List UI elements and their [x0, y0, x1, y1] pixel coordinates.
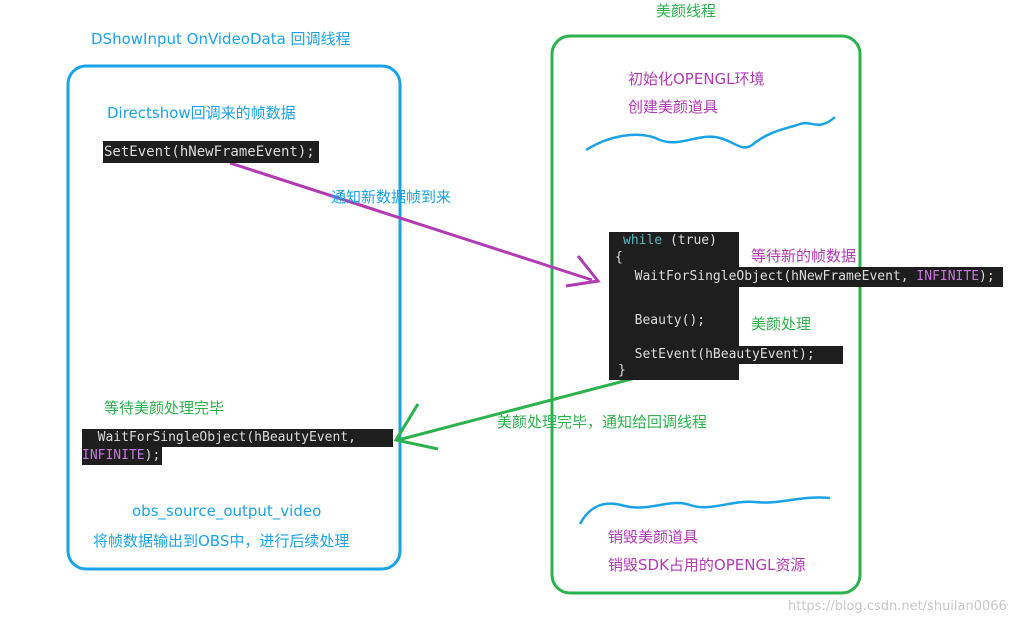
init-opengl-label: 初始化OPENGL环境 — [628, 70, 765, 88]
obs-output-label: obs_source_output_video — [132, 502, 322, 520]
wait-beauty-code-line2: INFINITE); — [82, 447, 163, 465]
while-setevent-code-bg — [609, 346, 843, 364]
obs-output-desc: 将帧数据输出到OBS中，进行后续处理 — [93, 532, 350, 550]
bottom-wavy-line — [578, 496, 831, 525]
setevent-beauty-code: SetEvent(hBeautyEvent); — [619, 347, 815, 362]
directshow-label: Directshow回调来的帧数据 — [107, 104, 296, 122]
top-wavy-line — [585, 116, 836, 152]
infinite-keyword-right: INFINITE — [916, 269, 980, 284]
destroy-prop-label: 销毁美颜道具 — [608, 528, 699, 546]
done-arrow-head — [393, 403, 439, 451]
wait-new-frame-code: WaitForSingleObject(hNewFrameEvent, INFI… — [619, 269, 995, 284]
setevent-new-frame-code: SetEvent(hNewFrameEvent); — [103, 141, 319, 163]
left-thread-title: DShowInput OnVideoData 回调线程 — [91, 30, 351, 48]
while-wait-code-bg — [609, 267, 1003, 287]
beauty-thread-box — [550, 34, 862, 595]
callback-thread-box — [66, 64, 402, 571]
wait-new-frame-label: 等待新的帧数据 — [751, 247, 857, 265]
notify-new-frame-label: 通知新数据帧到来 — [331, 188, 452, 206]
notify-arrow-line — [229, 161, 593, 282]
infinite-keyword: INFINITE — [82, 448, 145, 463]
right-thread-title: 美颜线程 — [656, 2, 717, 20]
while-line: while (true) — [623, 233, 717, 248]
while-keyword: while — [623, 233, 663, 248]
wait-beauty-code-line1: WaitForSingleObject(hBeautyEvent, — [82, 429, 393, 447]
brace-close: } — [618, 363, 626, 378]
beauty-call-code: Beauty(); — [619, 313, 706, 328]
notify-arrow-head — [565, 255, 601, 288]
watermark: https://blog.csdn.net/shuilan0066 — [788, 599, 1007, 614]
create-prop-label: 创建美颜道具 — [628, 98, 719, 116]
beauty-process-label: 美颜处理 — [751, 315, 812, 333]
brace-open: { — [615, 250, 623, 265]
notify-done-label: 美颜处理完毕，通知给回调线程 — [497, 413, 708, 431]
done-arrow-line — [397, 368, 667, 442]
destroy-opengl-label: 销毁SDK占用的OPENGL资源 — [608, 556, 806, 574]
wait-beauty-label: 等待美颜处理完毕 — [104, 399, 225, 417]
